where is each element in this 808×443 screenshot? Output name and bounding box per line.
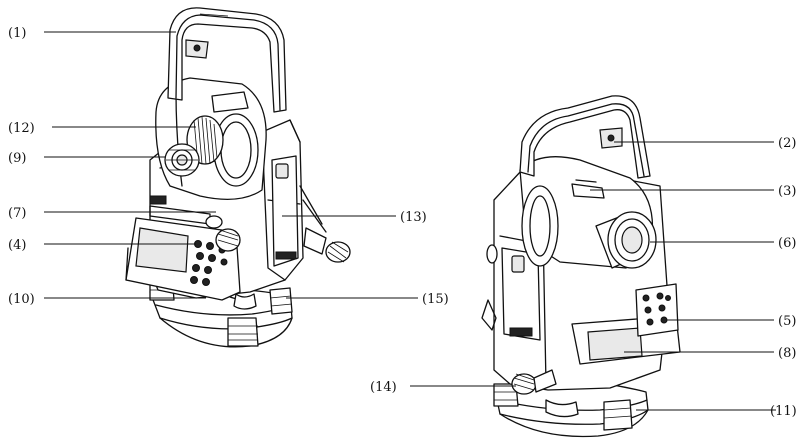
left-handle	[167, 7, 287, 113]
callout-10: (10)	[8, 292, 35, 307]
right-telescope	[519, 156, 657, 269]
callout-5: (5)	[778, 314, 796, 329]
callout-3: (3)	[778, 184, 796, 199]
callout-11: (11)	[770, 404, 797, 419]
callout-13: (13)	[400, 210, 427, 225]
callout-1: (1)	[8, 26, 26, 41]
callout-12: (12)	[8, 121, 35, 136]
right-instrument	[481, 95, 681, 438]
callout-2: (2)	[778, 136, 796, 151]
right-tangent-screw	[511, 369, 557, 395]
callout-7: (7)	[8, 206, 26, 221]
right-handle	[519, 95, 651, 179]
right-tribrach	[493, 379, 649, 438]
callout-14: (14)	[370, 380, 397, 395]
left-clamp-knob	[205, 215, 241, 252]
callout-9: (9)	[8, 151, 26, 166]
left-keypad	[190, 240, 228, 286]
leader-lines	[44, 31, 776, 411]
left-display-panel	[125, 195, 241, 301]
callout-15: (15)	[422, 292, 449, 307]
callout-4: (4)	[8, 238, 26, 253]
callout-8: (8)	[778, 346, 796, 361]
left-telescope	[155, 77, 267, 200]
callout-labels: (1) (12) (9) (7) (4) (10) (13) (15) (2) …	[8, 26, 797, 419]
right-keypad	[642, 292, 671, 326]
callout-6: (6)	[778, 236, 796, 251]
left-instrument	[125, 7, 351, 348]
